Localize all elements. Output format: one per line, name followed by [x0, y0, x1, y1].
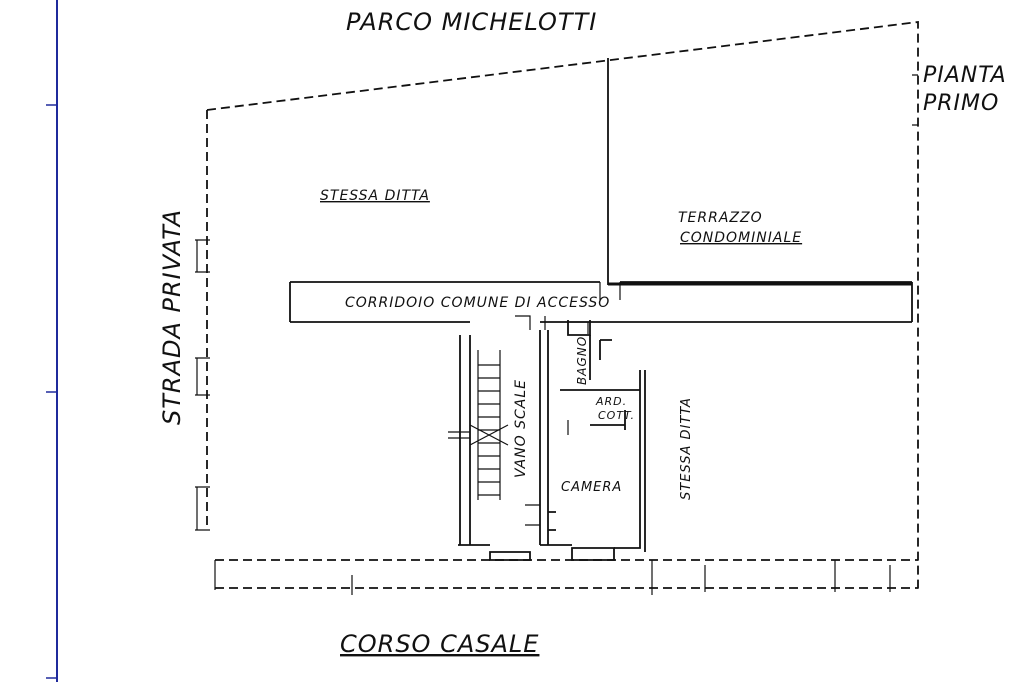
room-label-bathroom: BAGNO: [575, 336, 589, 385]
corridor-label: CORRIDOIO COMUNE DI ACCESSO: [345, 295, 610, 311]
corridor-outline: [289, 281, 913, 330]
road-bottom-label: CORSO CASALE: [340, 630, 539, 658]
room-label-closet-line2: COTT.: [598, 409, 635, 422]
park-name-label: PARCO MICHELOTTI: [346, 8, 597, 36]
room-label-stairwell: VANO SCALE: [513, 379, 529, 478]
staircase: [448, 350, 509, 500]
lot-boundary: [195, 20, 919, 595]
plan-title-line1: PIANTA: [923, 63, 1007, 88]
room-label-closet-line1: ARD.: [595, 395, 627, 408]
room-label-terrace-line1: TERRAZZO: [678, 210, 763, 226]
plan-title-line2: PRIMO: [923, 91, 999, 116]
room-label-terrace-line2: CONDOMINIALE: [680, 230, 802, 246]
room-label-same-owner-right: STESSA DITTA: [679, 397, 694, 500]
room-label-bedroom: CAMERA: [561, 480, 622, 495]
room-label-same-owner-top: STESSA DITTA: [320, 188, 430, 204]
road-left-label: STRADA PRIVATA: [158, 209, 186, 425]
unit-walls: [458, 320, 646, 561]
